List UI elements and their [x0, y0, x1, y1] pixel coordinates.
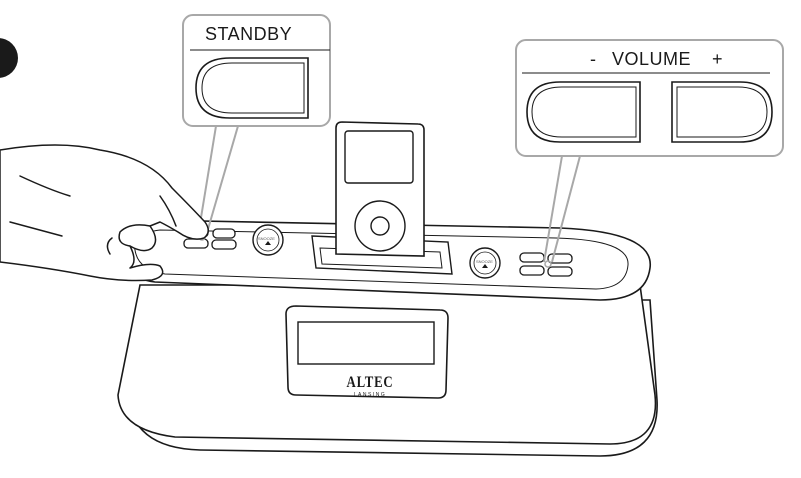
step-marker: [0, 38, 18, 78]
volume-label: VOLUME: [612, 49, 692, 69]
snooze-left-label: SNOOZE: [258, 236, 275, 241]
ipod-player: [335, 121, 425, 257]
hand-illustration: [0, 144, 209, 282]
brand-logo: ALTEC: [346, 374, 394, 391]
brand-subtitle: LANSING: [353, 392, 387, 398]
standby-callout: [182, 14, 331, 241]
volume-minus-label: -: [590, 49, 597, 69]
volume-plus-label: +: [712, 49, 724, 69]
standby-label: STANDBY: [205, 24, 293, 44]
volume-callout: [515, 39, 784, 268]
front-display: [285, 305, 449, 399]
ipod-screen: [344, 130, 414, 184]
snooze-right-label: SNOOZE: [476, 259, 493, 264]
